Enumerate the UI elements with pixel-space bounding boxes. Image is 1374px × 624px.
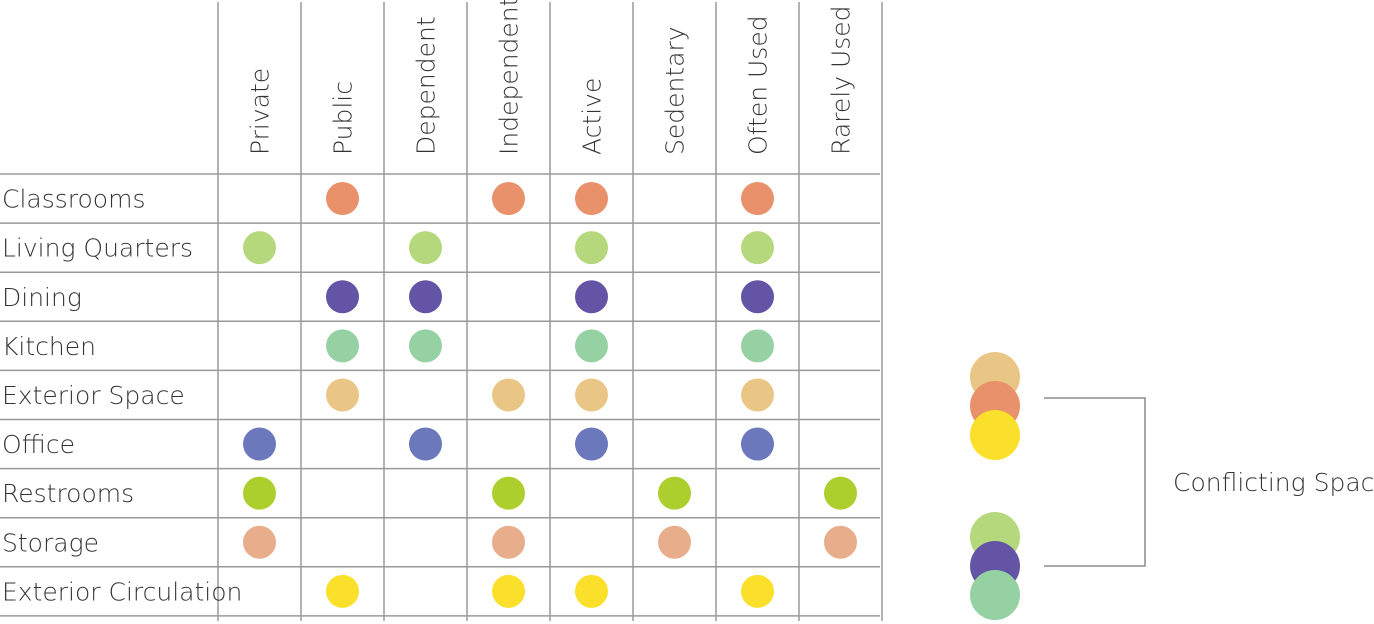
column-header: Dependent	[412, 16, 441, 155]
column-header: Private	[246, 68, 275, 155]
row-label: Classrooms	[2, 185, 145, 214]
matrix-dot	[741, 427, 774, 461]
matrix-dot	[409, 280, 442, 314]
column-header: Rarely Used	[827, 5, 856, 155]
row-label: Living Quarters	[2, 234, 193, 263]
row-label: Exterior Space	[2, 381, 185, 410]
matrix-dot	[326, 329, 359, 363]
matrix-dot	[575, 574, 608, 608]
legend-circles	[970, 352, 1020, 620]
matrix-dot	[741, 329, 774, 363]
matrix-dot	[575, 378, 608, 412]
matrix-dot	[326, 574, 359, 608]
matrix-dot	[741, 378, 774, 412]
column-header: Active	[578, 78, 607, 155]
matrix-dot	[658, 476, 691, 510]
matrix-dot	[326, 182, 359, 216]
matrix-dot	[575, 329, 608, 363]
legend-bracket	[1044, 397, 1146, 567]
matrix-dots	[243, 182, 857, 608]
conflicting-spaces-legend: Conflicting Spaces	[970, 352, 1374, 620]
matrix-dot	[741, 231, 774, 265]
matrix-dot	[575, 182, 608, 216]
matrix-dot	[243, 231, 276, 265]
row-label: Office	[2, 430, 75, 459]
matrix-dot	[492, 574, 525, 608]
column-header: Independent	[495, 0, 524, 155]
matrix-dot	[409, 427, 442, 461]
column-header: Public	[329, 81, 358, 155]
matrix-dot	[575, 280, 608, 314]
matrix-dot	[243, 525, 276, 559]
legend-circle	[970, 570, 1020, 620]
matrix-dot	[741, 280, 774, 314]
matrix-dot	[824, 476, 857, 510]
matrix-dot	[741, 182, 774, 216]
row-label: Dining	[2, 283, 82, 312]
matrix-dot	[575, 231, 608, 265]
matrix-dot	[658, 525, 691, 559]
matrix-grid	[0, 2, 883, 621]
row-label: Kitchen	[2, 332, 96, 361]
legend-label: Conflicting Spaces	[1173, 468, 1374, 497]
matrix-dot	[492, 182, 525, 216]
matrix-dot	[492, 378, 525, 412]
row-label: Storage	[2, 528, 99, 557]
legend-circle	[970, 410, 1020, 460]
matrix-dot	[326, 378, 359, 412]
matrix-dot	[575, 427, 608, 461]
matrix-dot	[409, 231, 442, 265]
matrix-dot	[741, 574, 774, 608]
matrix-dot	[492, 525, 525, 559]
row-label: Exterior Circulation	[2, 577, 242, 606]
column-header: Often Used	[744, 15, 773, 155]
matrix-dot	[243, 476, 276, 510]
matrix-dot	[824, 525, 857, 559]
matrix-dot	[492, 476, 525, 510]
matrix-dot	[409, 329, 442, 363]
column-header: Sedentary	[661, 26, 690, 155]
row-label: Restrooms	[2, 479, 134, 508]
matrix-dot	[326, 280, 359, 314]
matrix-dot	[243, 427, 276, 461]
